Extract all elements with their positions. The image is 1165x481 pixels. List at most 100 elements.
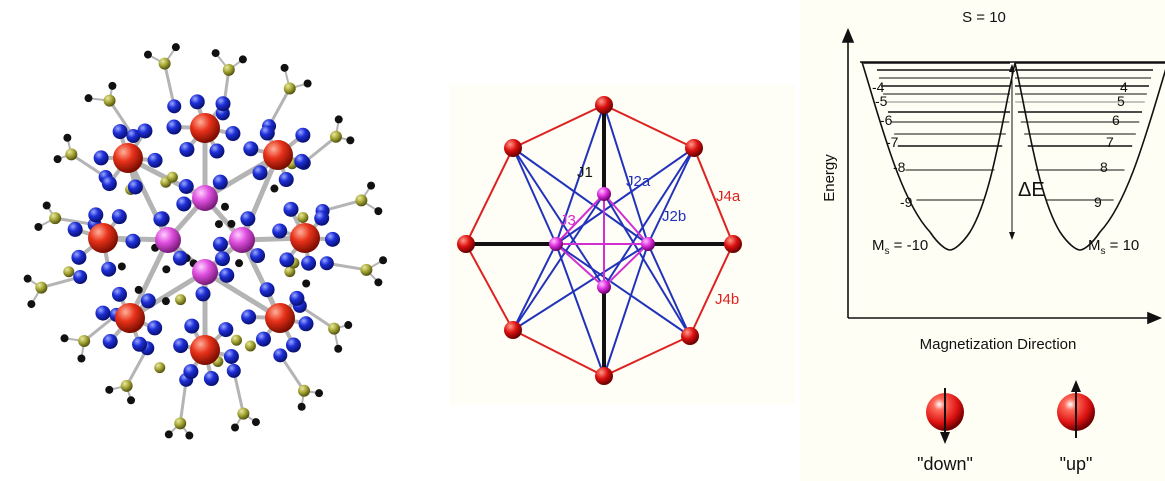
n-atom xyxy=(215,96,231,112)
h-atom xyxy=(231,423,240,432)
bond xyxy=(267,87,292,127)
n-atom xyxy=(301,255,317,271)
molecule-structure xyxy=(23,43,388,440)
n-atom xyxy=(225,126,241,142)
n-atom xyxy=(295,127,311,143)
level-label-right: 9 xyxy=(1094,194,1102,210)
level-label-right: 7 xyxy=(1106,134,1114,150)
h-atom xyxy=(374,207,383,216)
c-atom xyxy=(222,63,235,76)
fe-atom xyxy=(265,303,295,333)
c-atom xyxy=(166,171,178,183)
c-atom xyxy=(78,335,91,348)
n-atom xyxy=(147,320,163,336)
n-atom xyxy=(278,172,294,188)
fe-atom xyxy=(190,113,220,143)
n-atom xyxy=(226,363,241,378)
h-atom xyxy=(334,115,343,124)
label-j2b: J2b xyxy=(662,208,686,225)
n-atom xyxy=(167,99,182,114)
bond xyxy=(108,99,135,137)
spin-up: "up" xyxy=(1057,380,1095,474)
n-atom xyxy=(147,152,163,168)
bond xyxy=(163,63,176,107)
level-label-left: -7 xyxy=(886,134,899,150)
level-label-left: -5 xyxy=(875,93,888,109)
energy-diagram: S = 10 Energy Magnetization Direction ΔE… xyxy=(800,0,1165,481)
h-atom xyxy=(53,155,62,164)
barrier-label: ΔE xyxy=(1018,179,1045,201)
h-atom xyxy=(280,63,289,72)
level-label-right: 6 xyxy=(1112,112,1120,128)
h-atom xyxy=(42,201,51,210)
n-atom xyxy=(127,179,143,195)
h-atom xyxy=(344,321,353,330)
n-atom xyxy=(132,336,148,352)
h-atom xyxy=(164,430,173,439)
level-label-right: 5 xyxy=(1117,93,1125,109)
h-atom xyxy=(143,50,152,59)
n-atom xyxy=(243,141,259,157)
fe-atom xyxy=(263,140,293,170)
n-atom xyxy=(184,318,200,334)
n-atom xyxy=(101,176,117,192)
n-atom xyxy=(172,250,188,266)
h-atom xyxy=(303,79,312,88)
c-atom xyxy=(158,57,171,70)
n-atom xyxy=(179,141,195,157)
spin-down-label: "down" xyxy=(917,454,973,474)
c-atom xyxy=(284,266,296,278)
n-atom xyxy=(111,209,127,225)
bond xyxy=(125,347,149,387)
h-atom xyxy=(346,136,355,145)
h-atom xyxy=(63,133,72,142)
n-atom xyxy=(255,331,271,347)
c-atom xyxy=(49,212,62,225)
mn-atom xyxy=(229,227,255,253)
n-atom xyxy=(183,364,199,380)
c-atom xyxy=(237,407,250,420)
c-atom xyxy=(65,148,78,161)
n-atom xyxy=(259,282,275,298)
ms-label-left: Ms = -10 xyxy=(872,237,928,257)
label-j1: J1 xyxy=(577,164,593,181)
c-atom xyxy=(231,334,243,346)
c-atom xyxy=(63,266,75,278)
h-atom xyxy=(374,278,383,287)
n-atom xyxy=(95,305,111,321)
h-atom xyxy=(367,181,376,190)
n-atom xyxy=(178,179,194,195)
double-well-curve xyxy=(861,61,1165,251)
label-j4a: J4a xyxy=(716,188,741,205)
j2-bonds xyxy=(512,104,695,377)
n-atom xyxy=(176,196,192,212)
label-j3: J3 xyxy=(560,212,576,229)
h-atom xyxy=(162,265,171,274)
n-atom xyxy=(102,334,118,350)
n-atom xyxy=(88,207,104,223)
n-atom xyxy=(212,174,228,190)
c-atom xyxy=(35,281,48,294)
fe-atom xyxy=(88,223,118,253)
n-atom xyxy=(218,322,234,338)
n-atom xyxy=(140,293,156,309)
level-label-right: 4 xyxy=(1120,79,1128,95)
h-atom xyxy=(117,262,126,271)
h-atom xyxy=(302,279,311,288)
n-atom xyxy=(209,143,225,159)
n-atom xyxy=(240,211,256,227)
mn-atom xyxy=(192,185,218,211)
j1-bonds xyxy=(466,105,733,376)
label-j4b: J4b xyxy=(715,291,739,308)
h-atom xyxy=(171,43,180,52)
energy-levels xyxy=(860,61,1165,201)
fe-nodes xyxy=(457,96,742,385)
bond xyxy=(178,379,188,424)
spin-down-arrowhead xyxy=(940,432,950,444)
level-label-left: -6 xyxy=(880,112,893,128)
h-atom xyxy=(315,389,324,398)
n-atom xyxy=(223,349,239,365)
exchange-coupling-diagram: J1 J2a J3 J2b J4a J4b xyxy=(450,85,795,405)
n-atom xyxy=(252,165,268,181)
level-label-right: 8 xyxy=(1100,159,1108,175)
